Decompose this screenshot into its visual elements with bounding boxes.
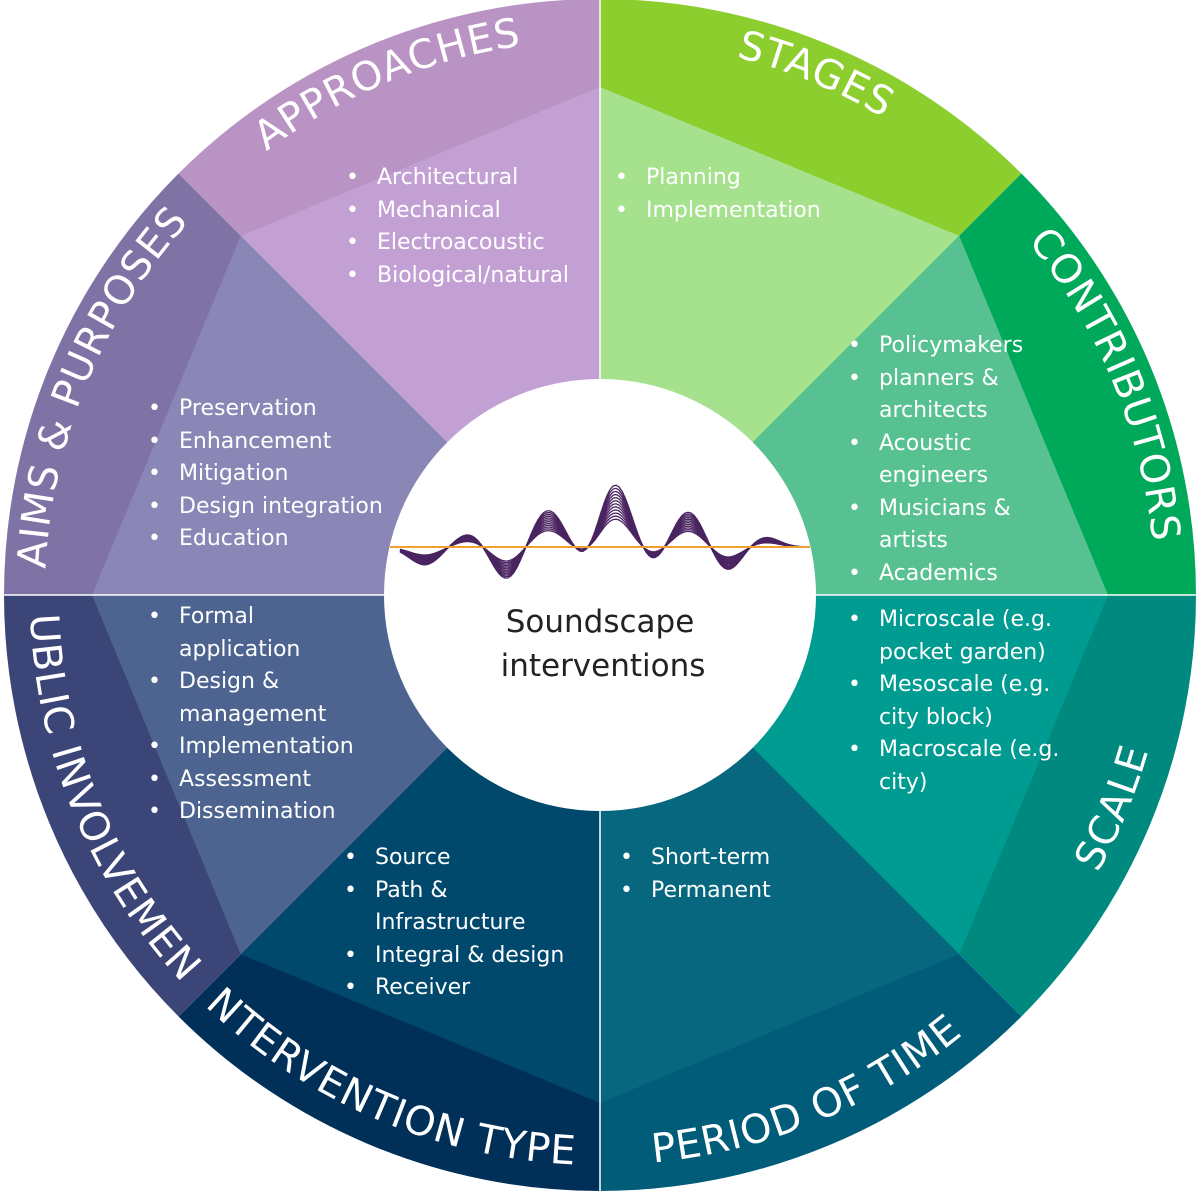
list-item: Macroscale (e.g. city): [848, 734, 1080, 799]
list-item: Dissemination: [148, 796, 363, 829]
list-item: Biological/natural: [346, 260, 606, 293]
list-item: Mesoscale (e.g. city block): [848, 669, 1080, 734]
list-item: Integral & design: [344, 940, 584, 973]
center-title-line2: interventions: [501, 648, 706, 684]
list-stages: PlanningImplementation: [615, 162, 915, 227]
list-item: Assessment: [148, 764, 363, 797]
list-item: Musicians & artists: [848, 493, 1048, 558]
list-item: Enhancement: [148, 426, 408, 459]
list-item: Academics: [848, 558, 1048, 591]
list-item: Formal application: [148, 601, 363, 666]
list-item: Receiver: [344, 972, 584, 1005]
list-item: Architectural: [346, 162, 606, 195]
list-item: Policymakers: [848, 330, 1048, 363]
list-item: Preservation: [148, 393, 408, 426]
list-item: Acoustic engineers: [848, 428, 1048, 493]
list-item: Mechanical: [346, 195, 606, 228]
list-item: Mitigation: [148, 458, 408, 491]
list-item: Short-term: [620, 842, 870, 875]
list-public-involvement: Formal applicationDesign & managementImp…: [148, 601, 363, 829]
list-intervention-types: SourcePath & InfrastructureIntegral & de…: [344, 842, 584, 1005]
center-title-line1: Soundscape: [506, 604, 695, 640]
sound-wave-line: [399, 484, 806, 579]
center-circle: [384, 379, 816, 811]
list-item: Implementation: [615, 195, 915, 228]
list-item: Electroacoustic: [346, 227, 606, 260]
list-item: Permanent: [620, 875, 870, 908]
list-approaches: ArchitecturalMechanicalElectroacousticBi…: [346, 162, 606, 292]
list-aims-purposes: PreservationEnhancementMitigationDesign …: [148, 393, 408, 556]
list-item: Planning: [615, 162, 915, 195]
list-item: Design integration: [148, 491, 408, 524]
list-item: Design & management: [148, 666, 363, 731]
list-item: Education: [148, 523, 408, 556]
list-item: Path & Infrastructure: [344, 875, 584, 940]
list-item: Microscale (e.g. pocket garden): [848, 604, 1080, 669]
list-item: planners & architects: [848, 363, 1048, 428]
sound-wave-icon: [390, 484, 810, 579]
list-item: Implementation: [148, 731, 363, 764]
list-period-of-time: Short-termPermanent: [620, 842, 870, 907]
list-contributors: Policymakersplanners & architectsAcousti…: [848, 330, 1048, 590]
list-scale: Microscale (e.g. pocket garden)Mesoscale…: [848, 604, 1080, 799]
list-item: Source: [344, 842, 584, 875]
